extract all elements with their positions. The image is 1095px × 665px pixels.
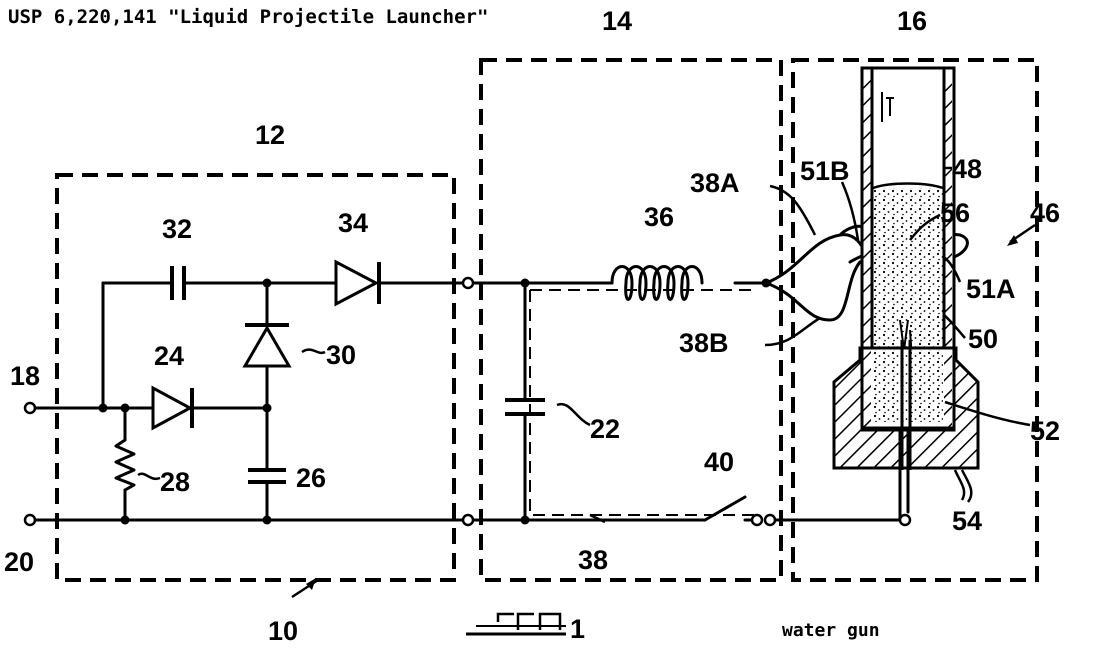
label-26: 26	[296, 463, 326, 493]
diode-30	[242, 323, 292, 368]
label-38: 38	[578, 545, 608, 575]
terminals	[23, 276, 912, 527]
label-22: 22	[590, 414, 620, 444]
label-28: 28	[160, 467, 190, 497]
inductor-36	[610, 265, 704, 301]
label-24: 24	[154, 341, 184, 371]
label-36: 36	[644, 202, 674, 232]
label-52: 52	[1030, 416, 1060, 446]
label-40: 40	[704, 447, 734, 477]
label-38A: 38A	[690, 168, 740, 198]
label-51A: 51A	[966, 274, 1016, 304]
label-16: 16	[897, 6, 927, 36]
capacitor-22	[505, 398, 545, 416]
inner-dashed-loop	[529, 289, 755, 516]
launcher-barrel	[832, 66, 980, 503]
label-51B: 51B	[800, 156, 850, 186]
diode-34	[334, 259, 381, 307]
label-32: 32	[162, 214, 192, 244]
page-title: USP 6,220,141 "Liquid Projectile Launche…	[8, 6, 489, 28]
capacitor-26	[248, 468, 286, 484]
label-30: 30	[326, 340, 356, 370]
figure-mark: 1	[466, 612, 585, 644]
label-18: 18	[10, 361, 40, 391]
label-38B: 38B	[679, 328, 729, 358]
reference-labels: 12 14 16 32 34 24 30 18 28 26 20 10 36 3…	[4, 6, 1060, 646]
label-12: 12	[255, 120, 285, 150]
label-50: 50	[968, 324, 998, 354]
label-54: 54	[952, 506, 982, 536]
label-20: 20	[4, 547, 34, 577]
leader-lines	[137, 166, 1036, 599]
wiring	[30, 281, 910, 522]
module-box-14	[479, 58, 783, 582]
label-46: 46	[1030, 198, 1060, 228]
figure-number: 1	[570, 614, 585, 644]
capacitor-32	[170, 266, 186, 300]
label-56: 56	[940, 198, 970, 228]
caption: water gun	[782, 620, 880, 641]
label-10: 10	[268, 616, 298, 646]
module-box-12	[55, 173, 456, 582]
label-48: 48	[952, 154, 982, 184]
diode-24	[151, 385, 194, 431]
resistor-28	[114, 438, 136, 492]
module-box-16	[791, 58, 1039, 582]
label-14: 14	[602, 6, 632, 36]
label-34: 34	[338, 208, 368, 238]
